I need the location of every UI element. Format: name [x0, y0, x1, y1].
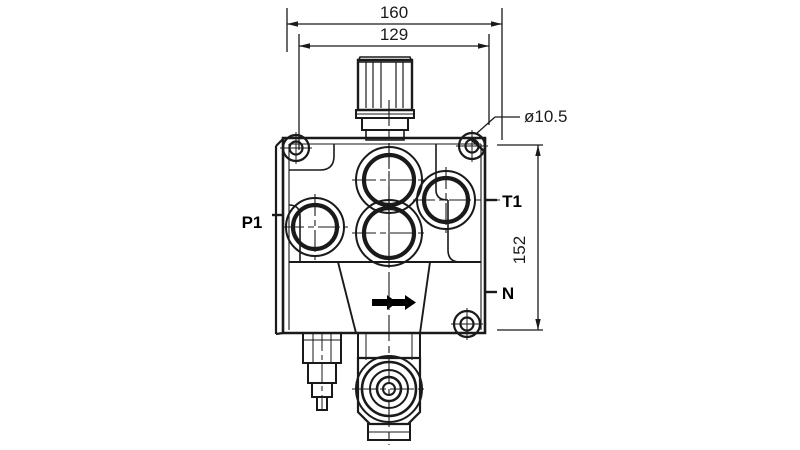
- dimension-152: [497, 144, 543, 331]
- dimension-label-129: 129: [380, 25, 408, 44]
- mounting-hole-top-right: [456, 130, 488, 162]
- port-label-ticks: [272, 198, 497, 294]
- dimension-label-152: 152: [510, 236, 529, 264]
- bottom-outlet-fitting: [352, 332, 426, 441]
- port-label-p1: P1: [242, 213, 263, 232]
- mounting-hole-top-left: [280, 132, 312, 164]
- port-label-t1: T1: [502, 192, 522, 211]
- flow-direction-arrow: [372, 295, 416, 310]
- dimension-160: [286, 8, 503, 140]
- bottom-relief-valve: [302, 332, 342, 411]
- dimension-129: [298, 34, 490, 150]
- dimension-label-dia-10-5: ø10.5: [524, 107, 567, 126]
- adjustment-knob: [355, 56, 415, 141]
- dimension-label-160: 160: [380, 3, 408, 22]
- port-p1: [282, 194, 348, 260]
- leader-dia-10-5: [475, 116, 520, 135]
- body-inner-contours: [288, 144, 481, 334]
- mounting-hole-bottom-right: [451, 308, 483, 340]
- port-label-n: N: [502, 284, 514, 303]
